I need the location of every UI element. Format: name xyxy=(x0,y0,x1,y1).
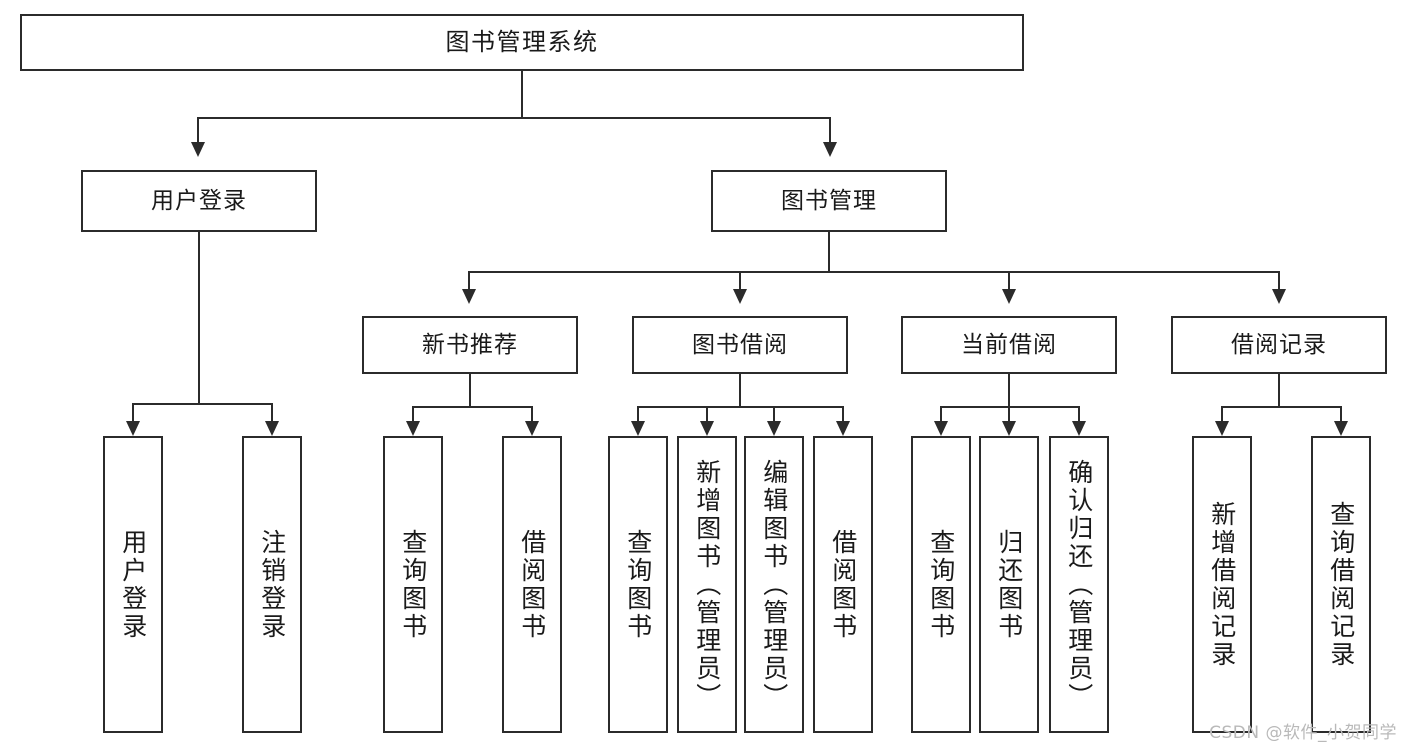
leaf-query-book-new-recommend-label: 查询图书 xyxy=(398,528,428,641)
arrow-bookborrow-to-leaf4 xyxy=(836,421,850,436)
csdn-watermark: CSDN @软件_小贺同学 xyxy=(1209,723,1397,743)
node-root[interactable]: 图书管理系统 xyxy=(20,14,1024,71)
arrow-bookborrow-to-leaf2 xyxy=(700,421,714,436)
connector-bookmanage-to-currentborrow xyxy=(1008,271,1010,293)
node-user-login[interactable]: 用户登录 xyxy=(81,170,317,232)
connector-userlogin-stem xyxy=(198,232,200,404)
arrow-bookborrow-to-leaf1 xyxy=(631,421,645,436)
connector-newbook-stem xyxy=(469,374,471,407)
leaf-add-book-admin-label: 新增图书（管理员） xyxy=(692,458,722,711)
leaf-edit-book-admin-label: 编辑图书（管理员） xyxy=(759,458,789,711)
arrow-bookborrow-to-leaf3 xyxy=(767,421,781,436)
arrow-currentborrow-to-leaf2 xyxy=(1002,421,1016,436)
arrow-currentborrow-to-leaf1 xyxy=(934,421,948,436)
arrow-bookmanage-to-borrowrecord xyxy=(1272,289,1286,304)
leaf-borrow-book-new-recommend-label: 借阅图书 xyxy=(517,528,547,641)
arrow-newbook-to-leaf2 xyxy=(525,421,539,436)
connector-root-to-bookmanage xyxy=(829,117,831,144)
connector-bookmanage-bar xyxy=(468,271,1280,273)
connector-userlogin-bar xyxy=(132,403,272,405)
leaf-confirm-return-admin-label: 确认归还（管理员） xyxy=(1064,458,1094,711)
connector-newbook-to-leaf1 xyxy=(412,406,414,426)
leaf-query-borrow-record-label: 查询借阅记录 xyxy=(1326,500,1356,669)
leaf-query-book-current[interactable]: 查询图书 xyxy=(911,436,971,733)
node-new-book-recommend-label: 新书推荐 xyxy=(422,331,518,358)
connector-root-bar xyxy=(197,117,831,119)
connector-bookborrow-stem xyxy=(739,374,741,407)
leaf-edit-book-admin[interactable]: 编辑图书（管理员） xyxy=(744,436,804,733)
connector-currentborrow-to-leaf3 xyxy=(1078,406,1080,426)
connector-borrowrecord-stem xyxy=(1278,374,1280,407)
node-current-borrow-label: 当前借阅 xyxy=(961,331,1057,358)
connector-root-to-userlogin xyxy=(197,117,199,144)
connector-bookmanage-to-borrowrecord xyxy=(1278,271,1280,293)
arrow-root-to-bookmanage xyxy=(823,142,837,157)
node-root-label: 图书管理系统 xyxy=(445,27,599,56)
node-borrow-record-label: 借阅记录 xyxy=(1231,331,1327,358)
leaf-borrow-book-new-recommend[interactable]: 借阅图书 xyxy=(502,436,562,733)
node-book-manage-label: 图书管理 xyxy=(781,187,877,214)
leaf-user-login-label: 用户登录 xyxy=(118,528,148,641)
connector-root-stem xyxy=(521,71,523,118)
leaf-query-book-new-recommend[interactable]: 查询图书 xyxy=(383,436,443,733)
connector-currentborrow-stem xyxy=(1008,374,1010,407)
connector-currentborrow-to-leaf1 xyxy=(940,406,942,426)
leaf-add-borrow-record[interactable]: 新增借阅记录 xyxy=(1192,436,1252,733)
leaf-confirm-return-admin[interactable]: 确认归还（管理员） xyxy=(1049,436,1109,733)
connector-bookmanage-to-newbook xyxy=(468,271,470,293)
leaf-add-borrow-record-label: 新增借阅记录 xyxy=(1207,500,1237,669)
connector-bookmanage-stem xyxy=(828,232,830,272)
arrow-borrowrecord-to-leaf2 xyxy=(1334,421,1348,436)
leaf-borrow-book-label: 借阅图书 xyxy=(828,528,858,641)
connector-userlogin-to-leaf1 xyxy=(132,403,134,425)
connector-bookborrow-bar xyxy=(637,406,844,408)
leaf-logout[interactable]: 注销登录 xyxy=(242,436,302,733)
leaf-query-book-borrow[interactable]: 查询图书 xyxy=(608,436,668,733)
connector-bookborrow-to-leaf2 xyxy=(706,406,708,426)
leaf-query-book-borrow-label: 查询图书 xyxy=(623,528,653,641)
arrow-userlogin-to-leaf1 xyxy=(126,421,140,436)
node-current-borrow[interactable]: 当前借阅 xyxy=(901,316,1117,374)
node-user-login-label: 用户登录 xyxy=(151,187,247,214)
leaf-borrow-book[interactable]: 借阅图书 xyxy=(813,436,873,733)
connector-borrowrecord-to-leaf1 xyxy=(1221,406,1223,426)
arrow-borrowrecord-to-leaf1 xyxy=(1215,421,1229,436)
node-book-manage[interactable]: 图书管理 xyxy=(711,170,947,232)
arrow-bookmanage-to-currentborrow xyxy=(1002,289,1016,304)
connector-borrowrecord-bar xyxy=(1221,406,1341,408)
leaf-user-login[interactable]: 用户登录 xyxy=(103,436,163,733)
node-book-borrow[interactable]: 图书借阅 xyxy=(632,316,848,374)
leaf-return-book[interactable]: 归还图书 xyxy=(979,436,1039,733)
leaf-query-borrow-record[interactable]: 查询借阅记录 xyxy=(1311,436,1371,733)
connector-currentborrow-to-leaf2 xyxy=(1008,406,1010,426)
leaf-query-book-current-label: 查询图书 xyxy=(926,528,956,641)
connector-currentborrow-bar xyxy=(940,406,1080,408)
connector-userlogin-to-leaf2 xyxy=(271,403,273,425)
leaf-add-book-admin[interactable]: 新增图书（管理员） xyxy=(677,436,737,733)
connector-bookmanage-to-bookborrow xyxy=(739,271,741,293)
arrow-root-to-userlogin xyxy=(191,142,205,157)
node-new-book-recommend[interactable]: 新书推荐 xyxy=(362,316,578,374)
arrow-currentborrow-to-leaf3 xyxy=(1072,421,1086,436)
node-borrow-record[interactable]: 借阅记录 xyxy=(1171,316,1387,374)
arrow-userlogin-to-leaf2 xyxy=(265,421,279,436)
arrow-bookmanage-to-bookborrow xyxy=(733,289,747,304)
leaf-logout-label: 注销登录 xyxy=(257,528,287,641)
connector-bookborrow-to-leaf3 xyxy=(773,406,775,426)
connector-bookborrow-to-leaf4 xyxy=(842,406,844,426)
connector-borrowrecord-to-leaf2 xyxy=(1340,406,1342,426)
connector-newbook-to-leaf2 xyxy=(531,406,533,426)
arrow-newbook-to-leaf1 xyxy=(406,421,420,436)
node-book-borrow-label: 图书借阅 xyxy=(692,331,788,358)
leaf-return-book-label: 归还图书 xyxy=(994,528,1024,641)
connector-newbook-bar xyxy=(412,406,532,408)
arrow-bookmanage-to-newbook xyxy=(462,289,476,304)
connector-bookborrow-to-leaf1 xyxy=(637,406,639,426)
